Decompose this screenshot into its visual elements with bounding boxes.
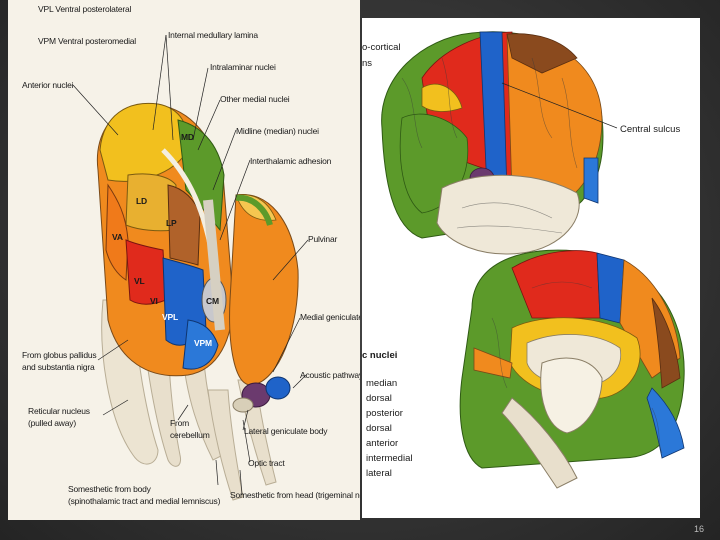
legend-posterior: posterior <box>366 408 403 419</box>
label-from-cerebellum-1: From <box>170 418 190 428</box>
mark-ld: LD <box>136 196 147 206</box>
legend-dorsal-2: dorsal <box>366 423 392 434</box>
mark-lp: LP <box>166 218 177 228</box>
label-anterior-nuclei: Anterior nuclei <box>22 80 74 90</box>
label-internal-medullary-lamina: Internal medullary lamina <box>168 30 258 40</box>
label-acoustic-pathway: Acoustic pathway <box>300 370 360 380</box>
label-optic-tract: Optic tract <box>248 458 285 468</box>
label-from-globus-2: and substantia nigra <box>22 362 95 372</box>
label-somesthetic-body-2: (spinothalamic tract and medial lemniscu… <box>68 496 221 506</box>
mark-cm: CM <box>206 296 219 306</box>
cortex-illustration <box>381 31 685 489</box>
label-lateral-geniculate: Lateral geniculate body <box>244 426 328 436</box>
legend-dorsal: dorsal <box>366 393 392 404</box>
label-medial-geniculate: Medial geniculate body <box>300 312 360 322</box>
label-pulvinar: Pulvinar <box>308 234 338 244</box>
label-from-cerebellum-2: cerebellum <box>170 430 210 440</box>
label-somesthetic-head: Somesthetic from head (trigeminal nerve) <box>230 490 360 500</box>
label-interthalamic-adhesion: Interthalamic adhesion <box>250 156 332 166</box>
thalamus-illustration <box>72 34 309 501</box>
label-reticular-2: (pulled away) <box>28 418 76 428</box>
mark-vpl: VPL <box>162 312 178 322</box>
label-central-sulcus: Central sulcus <box>620 124 681 135</box>
mark-vl: VL <box>134 276 145 286</box>
cortex-title-line2: ns <box>362 58 373 69</box>
label-from-globus-1: From globus pallidus <box>22 350 97 360</box>
label-somesthetic-body-1: Somesthetic from body <box>68 484 151 494</box>
mark-va: VA <box>112 232 123 242</box>
page-number: 16 <box>693 524 704 534</box>
legend-median: median <box>366 378 398 389</box>
cortex-title-line1: o-cortical <box>362 42 401 53</box>
legend-intermedial: intermedial <box>366 453 413 464</box>
cortex-figure: o-cortical ns Central sulcus c nuclei me… <box>362 18 700 518</box>
legend-anterior: anterior <box>366 438 399 449</box>
label-reticular-1: Reticular nucleus <box>28 406 90 416</box>
nuclei-header: c nuclei <box>362 350 398 361</box>
label-vpl: VPL Ventral posterolateral <box>38 4 132 14</box>
thalamus-figure: VPL Ventral posterolateral VPM Ventral p… <box>8 0 360 520</box>
label-other-medial-nuclei: Other medial nuclei <box>220 94 290 104</box>
mark-md: MD <box>181 132 194 142</box>
label-midline-nuclei: Midline (median) nuclei <box>236 126 319 136</box>
mark-vi: VI <box>150 296 158 306</box>
label-intralaminar-nuclei: Intralaminar nuclei <box>210 62 276 72</box>
legend-lateral: lateral <box>366 468 392 479</box>
mark-vpm: VPM <box>194 338 212 348</box>
label-vpm: VPM Ventral posteromedial <box>38 36 136 46</box>
